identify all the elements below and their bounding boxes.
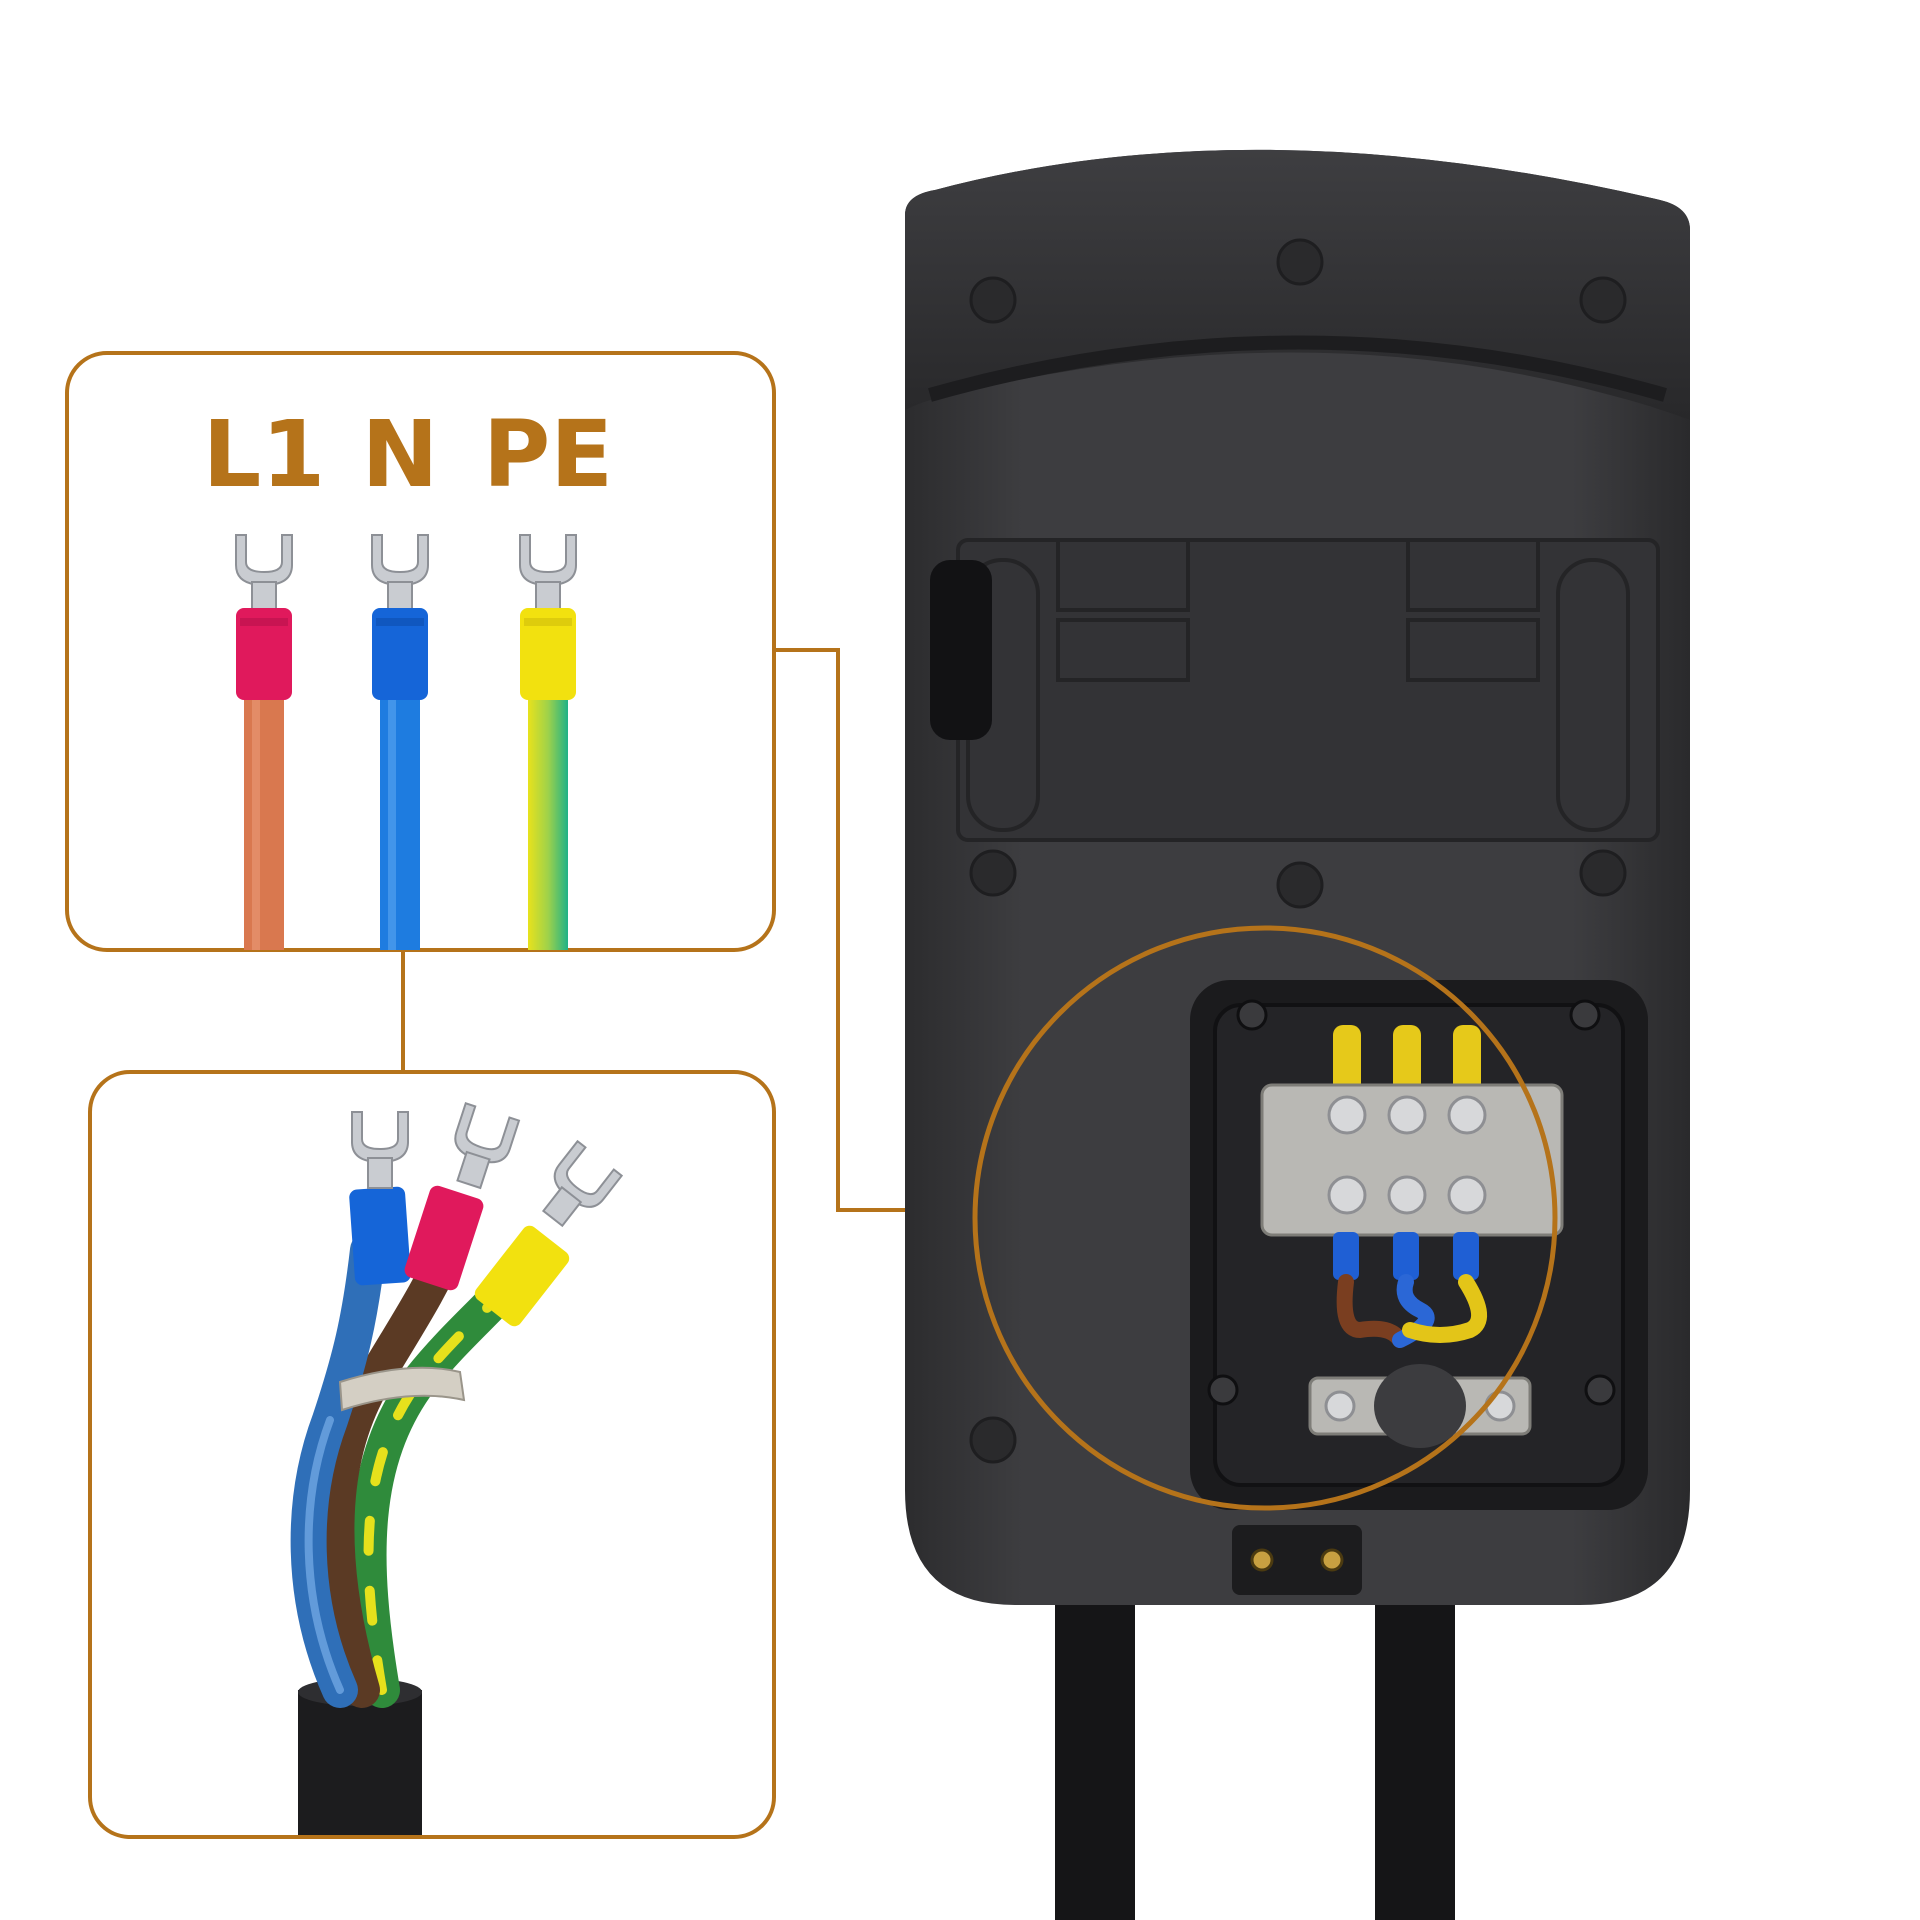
- mount-slot-right: [1556, 558, 1630, 832]
- mount-plate: [956, 538, 1660, 842]
- incoming-conductors: [1336, 1274, 1487, 1348]
- n-wire: [371, 534, 429, 950]
- label-n: N: [362, 401, 439, 508]
- fork-terminal-icon: [541, 1139, 624, 1228]
- fork-terminal-icon: [235, 534, 293, 611]
- screw-icon: [1207, 999, 1616, 1406]
- side-latch: [930, 560, 992, 740]
- pe-wire: [519, 534, 577, 950]
- n-sleeve: [372, 608, 428, 700]
- cable-detail-panel: [88, 1070, 776, 1839]
- charger-cable-left: [1055, 1600, 1135, 1920]
- l1-sleeve: [236, 608, 292, 700]
- junction-box: [1190, 980, 1648, 1510]
- n-conductor: [380, 700, 420, 950]
- screw-icon: [1327, 1095, 1487, 1215]
- ev-charger: [905, 149, 1690, 1920]
- pe-terminal: [474, 1139, 624, 1327]
- pe-conductor: [528, 700, 568, 950]
- mount-tab-right: [1406, 538, 1540, 612]
- screw-icon: [1324, 1390, 1516, 1422]
- panel-frame: [88, 1070, 776, 1839]
- terminal-color-panel: L1 N PE: [65, 351, 776, 952]
- l1-terminal: [404, 1102, 521, 1291]
- status-pins-plate: [1232, 1525, 1362, 1595]
- screw-icon: [969, 238, 1627, 1464]
- pin-left: [1250, 1548, 1274, 1572]
- pe-sleeve: [520, 608, 576, 700]
- l1-wire: [235, 534, 293, 950]
- fork-terminal-icon: [351, 1111, 409, 1189]
- top-terminals: [1333, 1025, 1481, 1095]
- pin-right: [1320, 1548, 1344, 1572]
- mount-tab-left: [1056, 538, 1190, 612]
- n-terminal: [349, 1111, 411, 1286]
- label-l1: L1: [203, 401, 326, 508]
- junction-highlight-ring: [972, 925, 1558, 1511]
- fork-terminal-icon: [454, 1102, 521, 1190]
- l1-conductor: [244, 700, 284, 950]
- label-pe: PE: [483, 401, 613, 508]
- fork-terminal-icon: [371, 534, 429, 611]
- charger-cable-right: [1375, 1600, 1455, 1920]
- cable-tie: [338, 1366, 466, 1412]
- bottom-terminals: [1333, 1232, 1479, 1280]
